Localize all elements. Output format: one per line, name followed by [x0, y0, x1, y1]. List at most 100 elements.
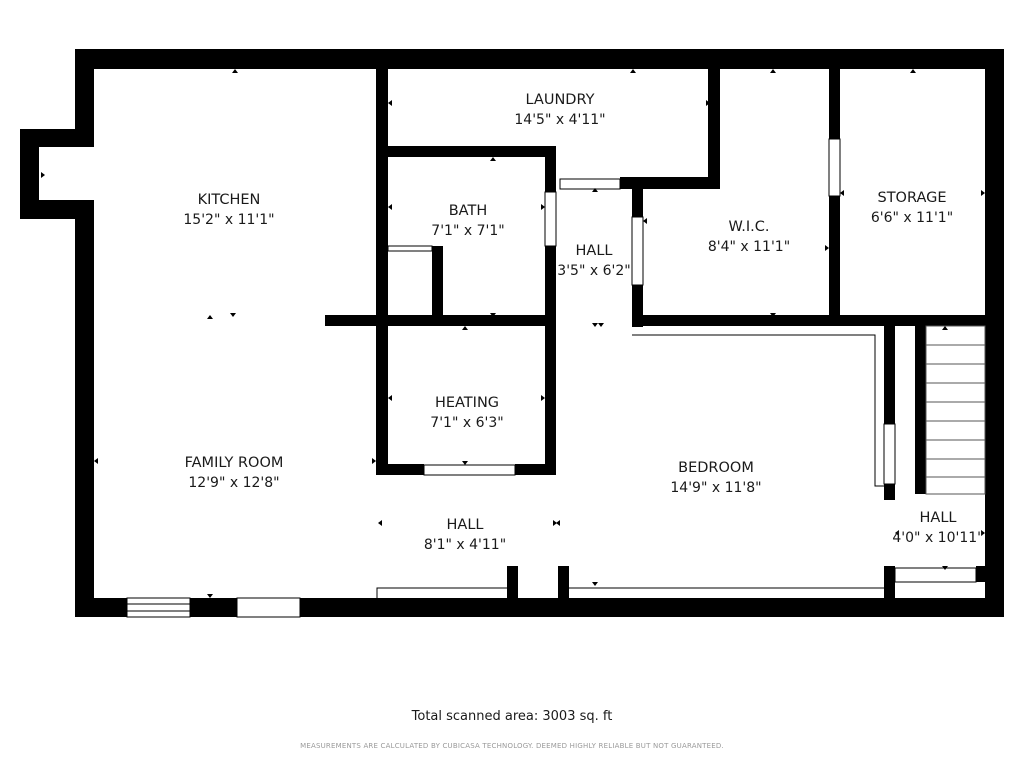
- wall-right-door-post: [976, 566, 985, 582]
- room-name-hall-bottom: HALL: [447, 517, 484, 533]
- marker: [942, 566, 948, 570]
- door-bottom: [236, 597, 301, 618]
- wall-bath-right-upper: [545, 146, 556, 192]
- room-name-heating: HEATING: [435, 395, 499, 411]
- marker: [553, 520, 557, 526]
- disclaimer-text: MEASUREMENTS ARE CALCULATED BY CUBICASA …: [300, 742, 724, 750]
- wall-stair-top: [926, 315, 985, 326]
- marker: [910, 69, 916, 73]
- marker: [207, 315, 213, 319]
- marker: [541, 395, 545, 401]
- room-dimension-hall-right: 4'0" x 10'11": [892, 530, 983, 546]
- window-bottom-left: [126, 597, 191, 618]
- wall-hall-right-upper: [632, 177, 643, 217]
- room-name-bath: BATH: [449, 203, 488, 219]
- marker: [388, 204, 392, 210]
- wall-door-post-left: [507, 566, 518, 602]
- room-name-hall-center: HALL: [576, 243, 613, 259]
- wall-kitchen-bath: [376, 139, 388, 324]
- room-dimension-wic: 8'4" x 11'1": [708, 239, 790, 255]
- wall-bath-right-lower: [545, 246, 556, 324]
- hall-door-right: [631, 216, 644, 286]
- wall-hall-right-lower: [632, 285, 643, 327]
- hall-door-top: [559, 178, 621, 190]
- wall-stair-left: [884, 324, 895, 424]
- marker: [981, 190, 985, 196]
- marker: [232, 69, 238, 73]
- room-name-laundry: LAUNDRY: [526, 92, 595, 108]
- marker: [592, 582, 598, 586]
- room-name-hall-right: HALL: [920, 510, 957, 526]
- heating-door: [423, 464, 516, 476]
- wall-wic-bottom: [632, 315, 932, 326]
- room-dimension-hall-center: 3'5" x 6'2": [557, 263, 630, 279]
- stair-box: [925, 325, 986, 495]
- total-area-label: Total scanned area: 3003 sq. ft: [411, 709, 613, 724]
- marker: [770, 69, 776, 73]
- marker: [630, 69, 636, 73]
- marker: [94, 458, 98, 464]
- stair-window: [883, 423, 896, 485]
- wall-top: [75, 49, 1004, 69]
- room-dimension-hall-bottom: 8'1" x 4'11": [424, 537, 506, 553]
- wall-stair-inner: [915, 324, 926, 494]
- marker: [541, 204, 545, 210]
- wall-heating-right: [545, 324, 556, 474]
- wall-bottom: [75, 598, 1004, 617]
- interior-walls: [325, 49, 985, 602]
- bath-door: [544, 191, 557, 247]
- marker: [592, 323, 598, 327]
- wall-wic-storage-lower: [829, 196, 840, 326]
- bump-opening: [75, 147, 94, 200]
- room-name-kitchen: KITCHEN: [198, 192, 261, 208]
- wall-wic-storage-upper: [829, 49, 840, 139]
- room-dimension-bath: 7'1" x 7'1": [431, 223, 504, 239]
- wall-laundry-right: [708, 49, 720, 189]
- marker: [462, 326, 468, 330]
- room-name-wic: W.I.C.: [729, 219, 770, 235]
- wall-laundry-right-bottom: [620, 177, 720, 189]
- storage-door: [828, 138, 841, 197]
- marker: [895, 530, 899, 536]
- wall-hall-right-bottom: [884, 566, 895, 602]
- room-dimension-bedroom: 14'9" x 11'8": [670, 480, 761, 496]
- room-name-storage: STORAGE: [877, 190, 946, 206]
- wall-bath-closet: [432, 246, 443, 324]
- room-dimension-heating: 7'1" x 6'3": [430, 415, 503, 431]
- room-dimension-family-room: 12'9" x 12'8": [188, 475, 279, 491]
- wall-laundry-bottom: [388, 146, 556, 157]
- marker: [598, 323, 604, 327]
- marker: [41, 172, 45, 178]
- marker: [378, 520, 382, 526]
- hall-bottom-line: [376, 587, 507, 598]
- marker: [981, 530, 985, 536]
- wall-heating-left: [376, 324, 388, 474]
- marker: [388, 395, 392, 401]
- wall-right: [985, 49, 1004, 617]
- wall-kitchen-laundry: [376, 49, 388, 139]
- closet-door: [387, 245, 433, 252]
- thin-lines: [376, 138, 981, 598]
- marker: [230, 313, 236, 317]
- marker: [643, 218, 647, 224]
- marker: [840, 190, 844, 196]
- marker: [207, 594, 213, 598]
- room-dimension-storage: 6'6" x 11'1": [871, 210, 953, 226]
- marker: [592, 188, 598, 192]
- room-name-bedroom: BEDROOM: [678, 460, 754, 476]
- marker: [490, 157, 496, 161]
- wall-heating-bottom-left: [376, 464, 424, 475]
- marker: [372, 458, 376, 464]
- marker: [770, 313, 776, 317]
- wall-stair-left-lower: [884, 484, 895, 500]
- marker: [462, 461, 468, 465]
- marker: [706, 100, 710, 106]
- room-dimension-laundry: 14'5" x 4'11": [514, 112, 605, 128]
- staircase: [925, 325, 986, 495]
- bedroom-outline: [632, 334, 884, 487]
- wall-door-post-right: [558, 566, 569, 602]
- wall-heating-bottom-right: [515, 464, 556, 475]
- bump-side: [20, 129, 39, 219]
